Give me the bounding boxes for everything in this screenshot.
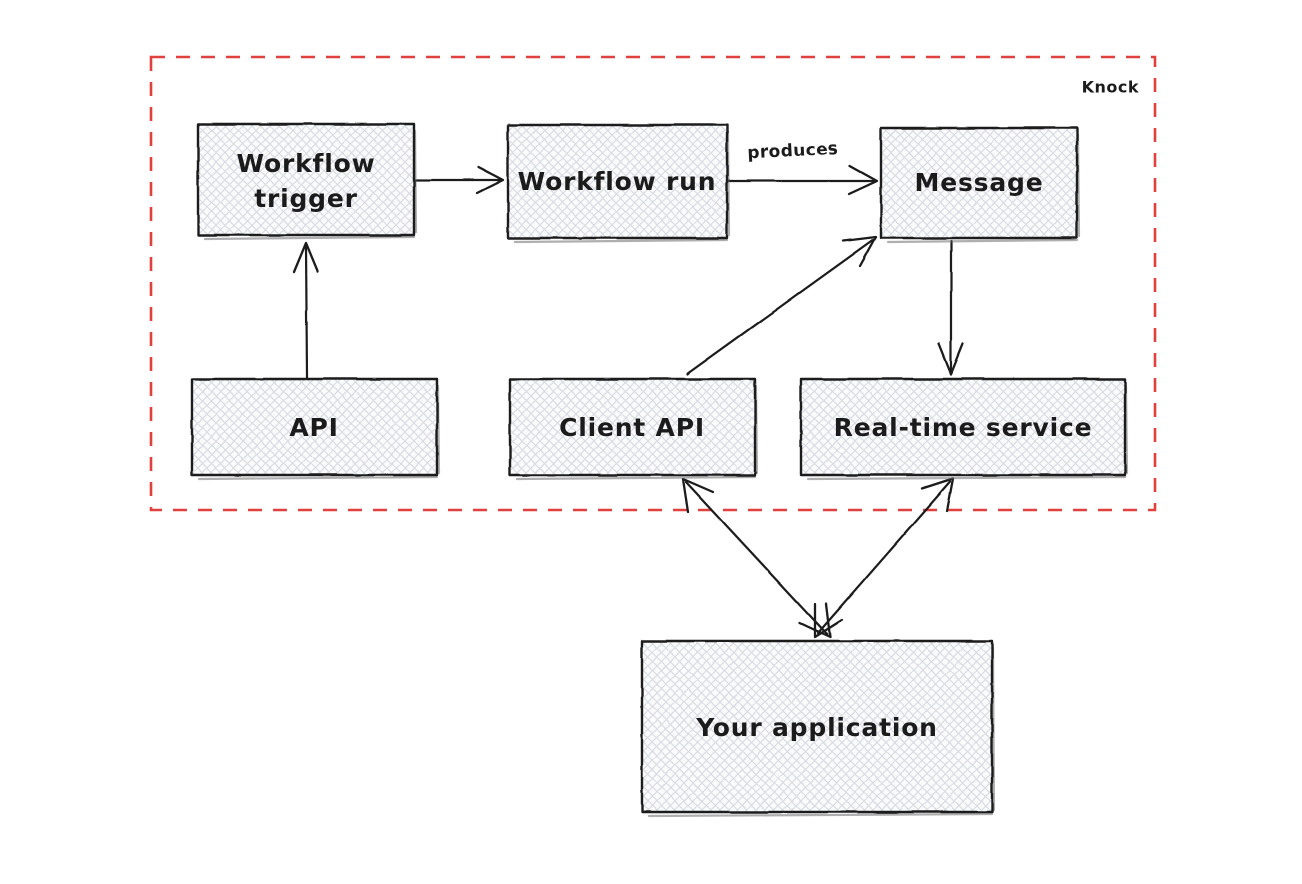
- edges-layer: produces: [292, 139, 965, 639]
- edge-app-to-clientapi: [681, 477, 832, 639]
- node-client-api-rect: [508, 377, 757, 477]
- edge-trigger-to-run: [414, 165, 505, 195]
- knock-group-label: Knock: [1082, 78, 1139, 97]
- node-your-application-rect: [640, 639, 994, 814]
- node-real-time-service[interactable]: Real-time service: [799, 377, 1129, 481]
- node-client-api-label: Client API: [559, 413, 705, 442]
- edge-clientapi-to-message: [685, 235, 878, 376]
- node-workflow-trigger-label-line1: Workflow: [237, 149, 376, 178]
- edge-message-to-realtime: [937, 239, 965, 376]
- node-api[interactable]: API: [190, 377, 441, 481]
- node-workflow-run[interactable]: Workflow run: [506, 123, 731, 244]
- node-client-api[interactable]: Client API: [508, 377, 759, 481]
- node-api-rect: [190, 377, 439, 477]
- node-real-time-service-rect: [799, 377, 1127, 477]
- node-your-application[interactable]: Your application: [640, 639, 996, 818]
- node-api-label: API: [289, 413, 338, 442]
- edge-run-to-message: produces: [727, 139, 879, 196]
- node-your-application-label: Your application: [695, 713, 938, 742]
- node-real-time-service-label: Real-time service: [834, 413, 1093, 442]
- node-message-rect: [879, 126, 1079, 240]
- node-workflow-run-rect: [506, 123, 729, 240]
- node-workflow-run-label: Workflow run: [518, 167, 717, 196]
- node-message[interactable]: Message: [879, 126, 1081, 244]
- nodes-layer: Workflow trigger Workflow run Message: [190, 122, 1129, 818]
- edge-app-to-realtime: [813, 477, 955, 639]
- edge-api-to-trigger: [292, 241, 320, 379]
- node-workflow-trigger-label-line2: trigger: [254, 184, 358, 213]
- knock-group-rect: [149, 55, 1157, 512]
- node-workflow-trigger[interactable]: Workflow trigger: [196, 122, 418, 241]
- node-message-label: Message: [915, 168, 1044, 197]
- edge-label-produces: produces: [747, 139, 839, 164]
- node-workflow-trigger-rect: [196, 122, 416, 237]
- knock-group-boundary: Knock: [149, 55, 1157, 512]
